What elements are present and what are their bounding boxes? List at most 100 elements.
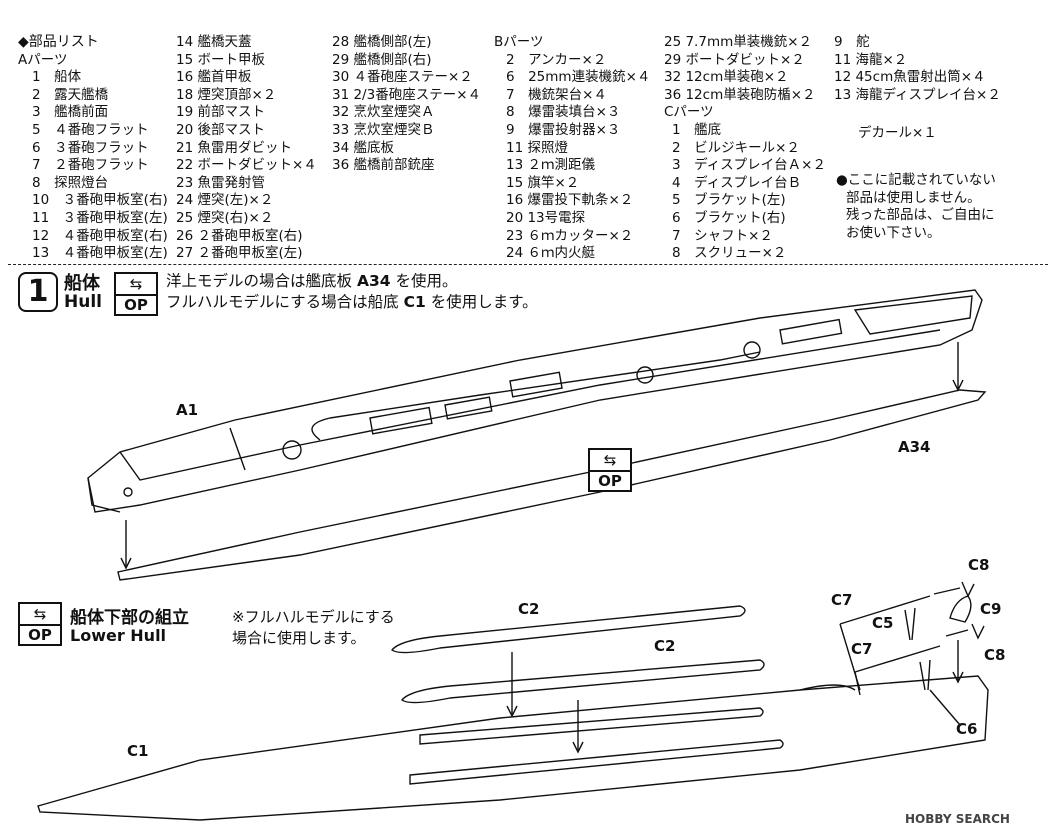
label-a34: A34 xyxy=(898,438,931,456)
note-line: 残った部品は、ご自由に xyxy=(846,207,995,224)
part-item: 8 爆雷装填台×３ xyxy=(506,104,621,121)
part-item: 2 ビルジキール×２ xyxy=(672,139,800,156)
bilge-keel-c2-upper xyxy=(391,605,746,654)
hull-a1-deck-line xyxy=(119,329,941,481)
part-item: 6 ブラケット(右) xyxy=(672,209,786,226)
part-item: 2 露天艦橋 xyxy=(32,86,109,103)
part-item: 11 探照燈 xyxy=(506,139,568,156)
step-title-en: Hull xyxy=(64,292,102,312)
label-c8: C8 xyxy=(984,646,1006,664)
label-c9: C9 xyxy=(980,600,1002,618)
note-line: ●ここに記載されていない xyxy=(836,172,996,188)
option-arrows-icon: ⇆ xyxy=(20,604,60,626)
label-c6: C6 xyxy=(956,720,978,738)
hull-a1-house-4 xyxy=(779,318,843,345)
parts-header-c: Cパーツ xyxy=(664,104,714,121)
part-item: 1 艦底 xyxy=(672,121,722,138)
part-ref-c1: C1 xyxy=(403,293,426,311)
instr-text: を使用します。 xyxy=(430,293,538,311)
label-c5: C5 xyxy=(872,614,894,632)
bilge-keel-c1-lower xyxy=(409,739,784,785)
part-item: 13 ４番砲甲板室(左) xyxy=(32,245,168,262)
lower-hull-title-jp: 船体下部の組立 xyxy=(70,608,189,628)
part-item: 15 旗竿×２ xyxy=(506,174,580,191)
hull-a1-house-3 xyxy=(444,396,493,420)
hull-a1-bow xyxy=(87,477,121,513)
part-item: 11 ３番砲甲板室(左) xyxy=(32,209,168,226)
option-badge-lower: ⇆ OP xyxy=(18,602,62,646)
label-c2: C2 xyxy=(518,600,540,618)
hull-a1-gun-mount-1 xyxy=(282,440,302,460)
part-item: 20 後部マスト xyxy=(176,121,265,138)
part-item: 34 艦底板 xyxy=(332,139,394,156)
hull-a1-gun-mount-2 xyxy=(636,366,654,384)
part-item: 10 ３番砲甲板室(右) xyxy=(32,192,168,209)
option-arrows-icon: ⇆ xyxy=(590,450,630,472)
screw-c8-lower xyxy=(945,623,985,640)
hull-a1-gun-mount-3 xyxy=(743,341,761,359)
bracket-c5 xyxy=(904,607,916,641)
part-item: 7 ２番砲フラット xyxy=(32,157,149,174)
part-item: 29 艦橋側部(右) xyxy=(332,51,432,68)
parts-list-col6: 9 舵 11 海龍×２ 12 45cm魚雷射出筒×４ 13 海龍ディスプレイ台×… xyxy=(834,34,1001,104)
hull-a1-rail xyxy=(229,427,246,471)
bilge-keel-c1-upper xyxy=(419,707,764,745)
part-item: 8 探照燈台 xyxy=(32,174,109,191)
option-label: OP xyxy=(124,296,148,314)
part-item: 18 煙突頂部×２ xyxy=(176,86,277,103)
part-ref-a34: A34 xyxy=(356,272,391,290)
note-line: お使い下さい。 xyxy=(846,224,941,241)
part-item: 21 魚雷用ダビット xyxy=(176,139,292,156)
part-item: 32 12cm単装砲×２ xyxy=(664,69,789,86)
plate-a34-outline xyxy=(117,389,987,581)
section-divider xyxy=(8,264,1048,265)
label-c2: C2 xyxy=(654,637,676,655)
part-item: 7 シャフト×２ xyxy=(672,227,773,244)
step1-instructions: 洋上モデルの場合は艦底板 A34 を使用。 フルハルモデルにする場合は船底 C1… xyxy=(166,271,538,313)
parts-list-col1: ◆部品リスト Aパーツ 1 船体 2 露天艦橋 3 艦橋前面 5 ４番砲フラット… xyxy=(18,34,168,263)
part-item: 5 ブラケット(左) xyxy=(672,192,786,209)
part-item: 20 13号電探 xyxy=(506,209,586,226)
hull-c1-outline xyxy=(37,675,989,821)
part-item: 11 海龍×２ xyxy=(834,51,908,68)
option-label: OP xyxy=(598,472,622,490)
bilge-keel-c2-lower xyxy=(401,659,765,704)
option-label: OP xyxy=(28,626,52,644)
parts-list-col3: 28 艦橋側部(左) 29 艦橋側部(右) 30 ４番砲座ステー×２ 31 2/… xyxy=(332,34,481,175)
part-item: 12 45cm魚雷射出筒×４ xyxy=(834,69,986,86)
part-item: 16 爆雷投下軌条×２ xyxy=(506,192,634,209)
parts-list-col4: Bパーツ 2 アンカー×２ 6 25mm連装機銃×４ 7 機銃架台×４ 8 爆雷… xyxy=(494,34,650,263)
option-arrows-icon: ⇆ xyxy=(116,274,156,296)
label-c7: C7 xyxy=(831,591,853,609)
part-item: 1 船体 xyxy=(32,69,82,86)
option-badge-center: ⇆ OP xyxy=(588,448,632,492)
part-item: 36 艦橋前部銃座 xyxy=(332,157,435,174)
label-c7: C7 xyxy=(851,640,873,658)
part-item: 7 機銃架台×４ xyxy=(506,86,607,103)
part-item: 9 爆雷投射器×３ xyxy=(506,121,621,138)
lower-hull-note: ※フルハルモデルにする 場合に使用します。 xyxy=(232,607,395,649)
part-item: 24 ６ｍ内火艇 xyxy=(506,245,595,262)
part-item: 15 ボート甲板 xyxy=(176,51,265,68)
part-item: 13 海龍ディスプレイ台×２ xyxy=(834,86,1001,103)
screw-c8-upper xyxy=(933,581,975,598)
step-number: 1 xyxy=(18,272,58,312)
part-item: 13 ２ｍ測距儀 xyxy=(506,157,595,174)
part-item: 8 スクリュー×２ xyxy=(672,245,787,262)
parts-header-b: Bパーツ xyxy=(494,34,544,50)
hull-a1-outline xyxy=(87,289,983,513)
part-item: 27 ２番砲甲板室(左) xyxy=(176,245,303,262)
part-item: 25 7.7mm単装機銃×２ xyxy=(664,34,813,50)
shaft-c7-lower xyxy=(854,645,941,673)
parts-list-col5: 25 7.7mm単装機銃×２ 29 ボートダビット×２ 32 12cm単装砲×２… xyxy=(664,34,826,263)
part-item: 23 魚雷発射管 xyxy=(176,174,265,191)
part-item: 33 烹炊室煙突Ｂ xyxy=(332,121,435,138)
label-a1: A1 xyxy=(176,401,199,419)
note-line: 部品は使用しません。 xyxy=(846,189,981,206)
part-item: 19 前部マスト xyxy=(176,104,265,121)
hull-a1-curve-track xyxy=(311,351,761,441)
lower-hull-title-en: Lower Hull xyxy=(70,626,167,645)
instr-text: を使用。 xyxy=(395,272,458,290)
parts-list-col2: 14 艦橋天蓋 15 ボート甲板 16 艦首甲板 18 煙突頂部×２ 19 前部… xyxy=(176,34,317,263)
